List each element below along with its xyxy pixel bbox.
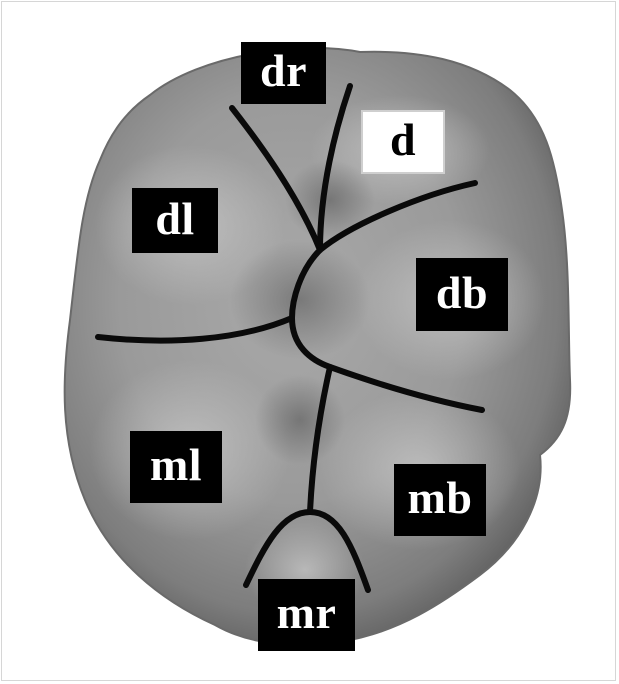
label-ml: ml	[130, 431, 222, 503]
label-dl: dl	[132, 188, 218, 253]
mesial-fossa	[255, 375, 345, 465]
label-mb: mb	[394, 464, 486, 536]
label-db: db	[416, 258, 508, 331]
label-d: d	[361, 110, 445, 174]
label-mr: mr	[258, 579, 355, 651]
label-dr: dr	[241, 42, 326, 104]
